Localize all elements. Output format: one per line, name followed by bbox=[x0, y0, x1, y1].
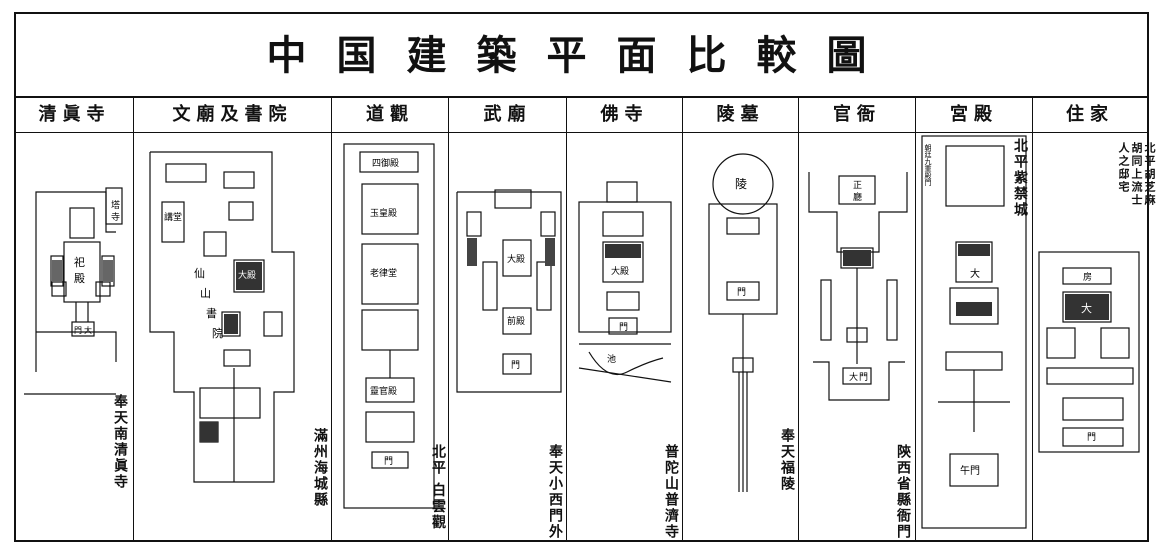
column-residence: 住家 大 房 門 北平胡芝麻胡同上流士人之邸宅 bbox=[1033, 98, 1156, 540]
plan-label-shu: 書 bbox=[206, 306, 217, 320]
plan-palace: 朝廷九重殿門 大 午門 bbox=[921, 135, 1027, 529]
plan-label-jade-emperor: 玉皇殿 bbox=[370, 207, 397, 219]
column-confucian: 文廟及書院 講堂 大殿 仙 山 書 院 bbox=[134, 98, 332, 540]
caption-official: 陝西省縣衙門 bbox=[895, 444, 911, 540]
caption-palace: 北平紫禁城 bbox=[1012, 138, 1028, 218]
plan-label-great: 大 bbox=[84, 325, 92, 335]
plan-label-front-hall: 前殿 bbox=[507, 315, 525, 327]
plan-label-ting: 廳 bbox=[853, 191, 862, 203]
plan-buddhist: 大殿 池 門 bbox=[578, 181, 672, 383]
plan-label-main-hall: 大殿 bbox=[238, 269, 256, 281]
plan-label-shrine: 祀 bbox=[74, 255, 85, 269]
caption-taoist: 北平 白雲觀 bbox=[430, 444, 446, 531]
plan-label-da: 大 bbox=[1081, 301, 1092, 315]
column-header-buddhist: 佛寺 bbox=[567, 98, 682, 133]
column-buddhist: 佛寺 大殿 池 門 普陀山普濟寺 bbox=[567, 98, 683, 540]
caption-tomb: 奉天福陵 bbox=[779, 428, 795, 492]
column-header-official: 官衙 bbox=[799, 98, 915, 133]
caption-residence: 北平胡芝麻胡同上流士人之邸宅 bbox=[1117, 142, 1156, 207]
page-title: 中国建築平面比較圖 bbox=[266, 32, 897, 79]
column-palace: 宮殿 朝廷九重殿門 大 午門 北平紫禁城 bbox=[916, 98, 1033, 540]
column-header-residence: 住家 bbox=[1033, 98, 1147, 133]
chart-frame: 中国建築平面比較圖 清眞寺 塔 寺 祀 殿 門 大 bbox=[14, 12, 1156, 542]
plan-label-fang: 房 bbox=[1083, 271, 1092, 283]
plan-label-main-hall: 大殿 bbox=[507, 253, 525, 265]
plan-label-tower: 塔 bbox=[111, 199, 120, 211]
plan-tomb: 陵 門 bbox=[708, 153, 778, 492]
column-header-tomb: 陵墓 bbox=[683, 98, 798, 133]
plan-label-gate: 門 bbox=[1087, 432, 1096, 443]
column-header-military: 武廟 bbox=[449, 98, 566, 133]
caption-buddhist: 普陀山普濟寺 bbox=[663, 444, 679, 540]
plan-label-four-emperors: 四御殿 bbox=[372, 157, 399, 169]
plan-label-yuan: 院 bbox=[212, 326, 223, 340]
plan-label-gate: 門 bbox=[619, 322, 628, 333]
column-taoist: 道觀 四御殿 玉皇殿 老律堂 靈官殿 門 北平 白雲觀 bbox=[332, 98, 449, 540]
plan-label-hall: 殿 bbox=[74, 272, 85, 285]
column-tomb: 陵墓 陵 門 奉天福陵 bbox=[683, 98, 799, 540]
plan-label-gate: 門 bbox=[384, 456, 393, 467]
plan-label-gate: 門 bbox=[511, 360, 520, 371]
caption-mosque: 奉天南清眞寺 bbox=[112, 394, 128, 490]
plan-label-main-hall: 大殿 bbox=[611, 265, 629, 277]
column-header-palace: 宮殿 bbox=[916, 98, 1032, 133]
plan-label-gate: 門 bbox=[737, 287, 746, 298]
plan-label-da: 大 bbox=[970, 267, 980, 280]
plan-residence: 大 房 門 bbox=[1038, 251, 1140, 453]
caption-military: 奉天小西門外 bbox=[547, 444, 563, 540]
plan-label-laolu-hall: 老律堂 bbox=[370, 267, 397, 279]
plan-label-mound: 陵 bbox=[735, 177, 747, 191]
plan-label-court: 朝廷九重殿門 bbox=[924, 144, 932, 187]
plan-label-da: 大 bbox=[849, 371, 858, 383]
column-military: 武廟 大殿 前殿 門 奉天小西門外 bbox=[449, 98, 567, 540]
plan-label-xian: 仙 bbox=[194, 267, 205, 280]
plan-military: 大殿 前殿 門 bbox=[456, 189, 562, 393]
plan-label-temple: 寺 bbox=[111, 212, 120, 223]
plan-label-lecture: 講堂 bbox=[164, 211, 182, 223]
plan-label-lingguan-hall: 靈官殿 bbox=[370, 385, 397, 397]
column-header-taoist: 道觀 bbox=[332, 98, 448, 133]
column-header-confucian: 文廟及書院 bbox=[134, 98, 331, 133]
column-official: 官衙 正 廳 大 門 陝西省縣衙門 bbox=[799, 98, 916, 540]
plan-taoist: 四御殿 玉皇殿 老律堂 靈官殿 門 bbox=[343, 143, 435, 509]
plan-label-gate: 門 bbox=[859, 372, 868, 383]
caption-confucian: 滿州海城縣 bbox=[312, 428, 328, 508]
plan-official: 正 廳 大 門 bbox=[808, 172, 908, 401]
column-mosque: 清眞寺 塔 寺 祀 殿 門 大 奉天南清眞寺 bbox=[16, 98, 134, 540]
plan-label-shan: 山 bbox=[200, 287, 211, 300]
plan-label-meridian-gate: 午門 bbox=[960, 464, 980, 477]
column-header-mosque: 清眞寺 bbox=[16, 98, 133, 133]
plan-confucian: 講堂 大殿 仙 山 書 院 bbox=[149, 151, 295, 483]
plan-label-zheng: 正 bbox=[853, 181, 862, 191]
plan-label-pond: 池 bbox=[607, 353, 616, 365]
title-band: 中国建築平面比較圖 bbox=[16, 14, 1147, 98]
plan-mosque: 塔 寺 祀 殿 門 大 bbox=[24, 187, 123, 395]
plan-label-gate: 門 bbox=[74, 326, 82, 335]
